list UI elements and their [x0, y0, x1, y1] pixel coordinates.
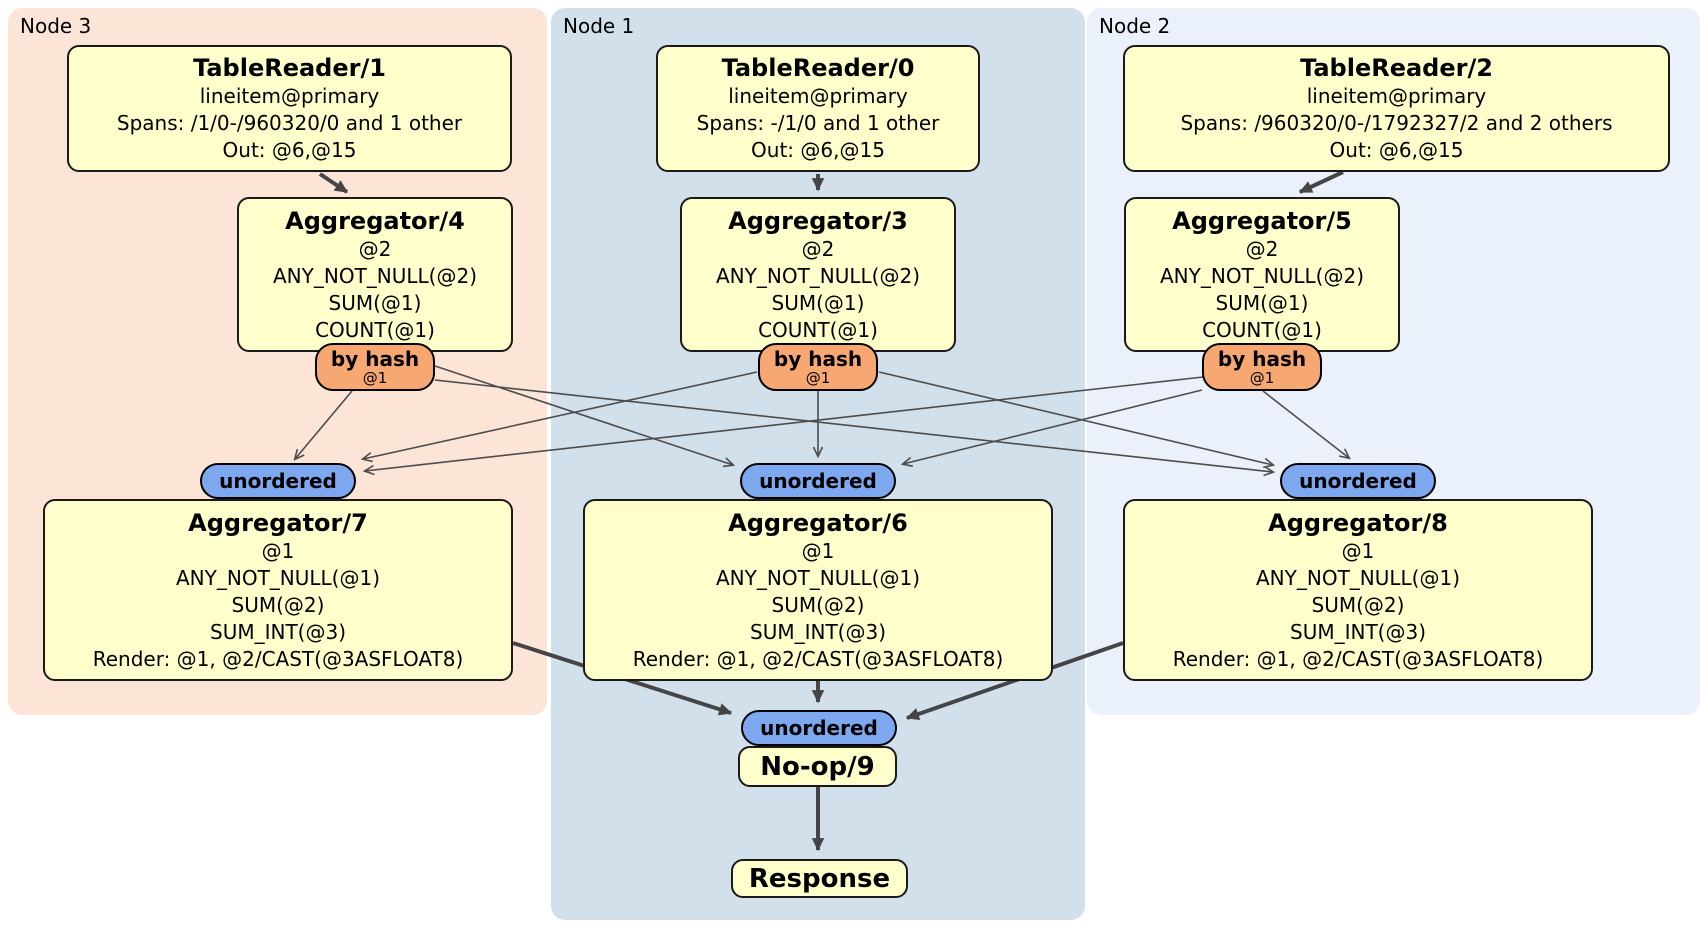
processor-detail: Spans: /960320/0-/1792327/2 and 2 others	[1180, 111, 1613, 135]
processor-detail: ANY_NOT_NULL(@1)	[716, 565, 920, 590]
processor-detail: COUNT(@1)	[758, 317, 878, 342]
processor-detail: Render: @1, @2/CAST(@3ASFLOAT8)	[632, 646, 1004, 671]
processor-detail: Render: @1, @2/CAST(@3ASFLOAT8)	[92, 646, 464, 671]
processor-title: Aggregator/3	[728, 206, 908, 235]
router-by-hash-3: by hash @1	[758, 343, 878, 391]
node-1-label: Node 1	[563, 14, 635, 38]
stream-label: unordered	[219, 469, 337, 493]
edge-byhash4-unordered8	[434, 379, 1273, 472]
processor-detail: Out: @6,@15	[1329, 138, 1464, 162]
router-hash-column: @1	[1249, 368, 1275, 387]
processor-aggregator-8: Aggregator/8 @1 ANY_NOT_NULL(@1) SUM(@2)…	[1123, 499, 1593, 681]
router-hash-column: @1	[805, 368, 831, 387]
processor-detail: COUNT(@1)	[1202, 317, 1322, 342]
router-label: by hash	[773, 346, 863, 371]
processor-detail: @2	[801, 236, 835, 261]
processor-detail: lineitem@primary	[728, 84, 908, 108]
processor-aggregator-7: Aggregator/7 @1 ANY_NOT_NULL(@1) SUM(@2)…	[43, 499, 513, 681]
processor-detail: SUM(@1)	[328, 290, 422, 315]
processor-detail: SUM(@2)	[1311, 592, 1405, 617]
processor-aggregator-6: Aggregator/6 @1 ANY_NOT_NULL(@1) SUM(@2)…	[583, 499, 1053, 681]
edge-byhash5-unordered7	[365, 376, 1204, 471]
processor-detail: lineitem@primary	[199, 84, 380, 108]
router-label: by hash	[1217, 346, 1307, 371]
processor-detail: COUNT(@1)	[315, 317, 435, 342]
processor-tablereader-0: TableReader/0 lineitem@primary Spans: -/…	[656, 45, 980, 172]
stream-unordered-aggregator6: unordered	[740, 463, 896, 499]
processor-detail: ANY_NOT_NULL(@2)	[1160, 263, 1364, 288]
stream-unordered-noop9: unordered	[741, 710, 897, 746]
stream-label: unordered	[759, 469, 877, 493]
response-node: Response	[731, 859, 908, 898]
processor-title: Aggregator/6	[728, 508, 908, 537]
edge-byhash4-unordered6	[434, 365, 733, 465]
processor-title: Response	[748, 863, 891, 894]
router-label: by hash	[330, 346, 420, 371]
processor-tablereader-1: TableReader/1 lineitem@primary Spans: /1…	[67, 45, 512, 172]
processor-detail: ANY_NOT_NULL(@2)	[716, 263, 920, 288]
processor-title: TableReader/1	[193, 54, 386, 82]
processor-detail: @1	[1341, 538, 1375, 563]
processor-title: Aggregator/4	[285, 206, 465, 235]
processor-detail: ANY_NOT_NULL(@1)	[1256, 565, 1460, 590]
processor-detail: Spans: /1/0-/960320/0 and 1 other	[116, 111, 463, 135]
processor-detail: ANY_NOT_NULL(@2)	[273, 263, 477, 288]
processor-detail: SUM_INT(@3)	[1290, 619, 1426, 644]
processor-detail: ANY_NOT_NULL(@1)	[176, 565, 380, 590]
edge-byhash5-unordered6	[903, 389, 1203, 464]
edge-byhash5-unordered8	[1262, 390, 1349, 458]
processor-detail: Render: @1, @2/CAST(@3ASFLOAT8)	[1172, 646, 1544, 671]
processor-detail: SUM_INT(@3)	[750, 619, 886, 644]
stream-unordered-aggregator7: unordered	[200, 463, 356, 499]
processor-detail: @2	[1245, 236, 1279, 261]
processor-detail: @1	[801, 538, 835, 563]
processor-title: Aggregator/5	[1172, 206, 1352, 235]
edge-byhash3-unordered8	[878, 371, 1273, 465]
processor-detail: SUM(@1)	[1215, 290, 1309, 315]
processor-detail: Out: @6,@15	[222, 138, 357, 162]
processor-detail: Out: @6,@15	[751, 138, 885, 162]
processor-detail: @1	[261, 538, 295, 563]
node-3-label: Node 3	[20, 14, 92, 38]
stream-label: unordered	[760, 716, 878, 740]
node-2-label: Node 2	[1099, 14, 1171, 38]
edge-byhash4-unordered7	[295, 390, 353, 459]
processor-aggregator-4: Aggregator/4 @2 ANY_NOT_NULL(@2) SUM(@1)…	[237, 197, 513, 352]
edge-byhash3-unordered7	[363, 371, 758, 459]
processor-tablereader-2: TableReader/2 lineitem@primary Spans: /9…	[1123, 45, 1670, 172]
router-hash-column: @1	[362, 368, 388, 387]
edge-tablereader1-aggregator4	[318, 172, 349, 194]
router-by-hash-4: by hash @1	[315, 343, 435, 391]
processor-title: No-op/9	[760, 751, 875, 782]
processor-detail: Spans: -/1/0 and 1 other	[696, 111, 940, 135]
processor-title: TableReader/2	[1300, 54, 1493, 82]
processor-aggregator-3: Aggregator/3 @2 ANY_NOT_NULL(@2) SUM(@1)…	[680, 197, 956, 352]
stream-unordered-aggregator8: unordered	[1280, 463, 1436, 499]
processor-title: TableReader/0	[721, 54, 915, 82]
edge-tablereader2-aggregator5	[1298, 170, 1344, 194]
processor-aggregator-5: Aggregator/5 @2 ANY_NOT_NULL(@2) SUM(@1)…	[1124, 197, 1400, 352]
processor-detail: SUM(@2)	[231, 592, 325, 617]
processor-detail: @2	[358, 236, 392, 261]
processor-title: Aggregator/7	[188, 508, 368, 537]
processor-detail: SUM(@2)	[771, 592, 865, 617]
processor-title: Aggregator/8	[1268, 508, 1448, 537]
processor-detail: SUM(@1)	[771, 290, 865, 315]
stream-label: unordered	[1299, 469, 1417, 493]
processor-detail: SUM_INT(@3)	[210, 619, 346, 644]
processor-noop-9: No-op/9	[738, 746, 897, 787]
router-by-hash-5: by hash @1	[1202, 343, 1322, 391]
processor-detail: lineitem@primary	[1306, 84, 1487, 108]
